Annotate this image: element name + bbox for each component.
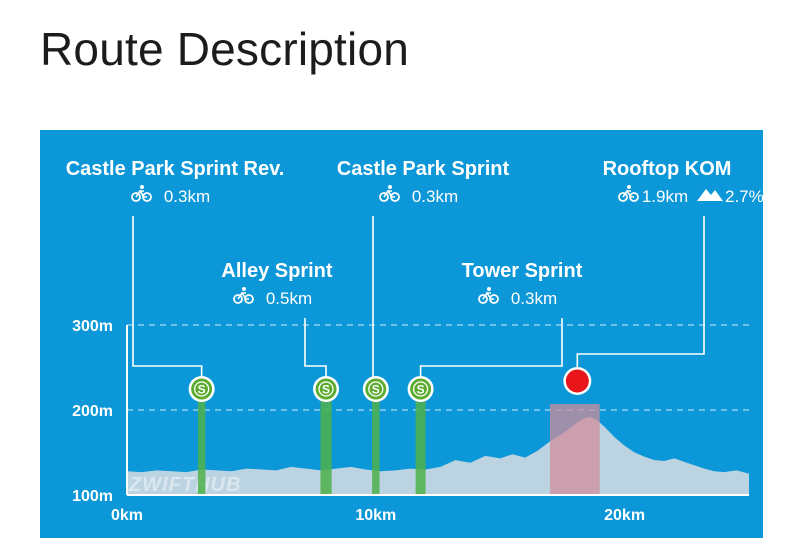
x-tick-label: 0km bbox=[111, 507, 143, 524]
segment-name: Tower Sprint bbox=[462, 260, 583, 282]
y-tick-label: 300m bbox=[72, 318, 113, 335]
leader-line bbox=[304, 318, 327, 377]
route-profile-chart: ZWIFTHUB S S S S 100m 200m 300m 0km 10km 20km Ca… bbox=[40, 130, 764, 538]
segment-distance: 0.5km bbox=[266, 289, 312, 308]
x-tick-label: 10km bbox=[355, 507, 396, 524]
sprint-marker-letter: S bbox=[322, 383, 330, 397]
bicycle-icon bbox=[379, 185, 400, 202]
segment-grade: 2.7% bbox=[725, 187, 763, 206]
sprint-bar bbox=[415, 401, 426, 495]
page-title: Route Description bbox=[40, 23, 410, 75]
profile-layer: ZWIFTHUB bbox=[127, 404, 749, 496]
segment-distance: 0.3km bbox=[412, 187, 458, 206]
bicycle-icon bbox=[478, 287, 499, 304]
y-tick-label: 200m bbox=[72, 403, 113, 420]
sprint-bar bbox=[197, 401, 206, 495]
sprint-segment[interactable]: S bbox=[407, 318, 563, 495]
leader-line bbox=[576, 216, 705, 377]
segment-name: Alley Sprint bbox=[221, 260, 332, 282]
sprint-marker-letter: S bbox=[372, 383, 380, 397]
x-tick-label: 20km bbox=[604, 507, 645, 524]
y-tick-label: 100m bbox=[72, 488, 113, 505]
sprint-segment[interactable]: S bbox=[362, 216, 389, 495]
mountain-icon bbox=[697, 189, 723, 201]
segment-name: Castle Park Sprint bbox=[337, 158, 510, 180]
leader-line bbox=[132, 216, 203, 377]
bicycle-icon bbox=[233, 287, 254, 304]
segment-name: Castle Park Sprint Rev. bbox=[66, 158, 285, 180]
sprint-marker-inner bbox=[318, 381, 334, 397]
kom-zone bbox=[549, 404, 600, 495]
kom-segment[interactable] bbox=[563, 216, 705, 395]
sprint-marker-inner bbox=[193, 381, 210, 397]
watermark-logo: ZWIFTHUB bbox=[128, 474, 241, 496]
sprint-segment[interactable]: S bbox=[304, 318, 340, 495]
sprint-segment[interactable]: S bbox=[132, 216, 215, 495]
sprint-marker-inner bbox=[412, 381, 429, 397]
segment-name: Rooftop KOM bbox=[603, 158, 732, 180]
leader-line bbox=[419, 318, 563, 377]
sprint-bar bbox=[372, 401, 380, 495]
sprint-marker-letter: S bbox=[198, 383, 206, 397]
kom-marker bbox=[565, 369, 589, 393]
segment-distance: 0.3km bbox=[511, 289, 557, 308]
segment-distance: 1.9km bbox=[642, 187, 688, 206]
route-profile-svg: ZWIFTHUB S S S S 100m 200m 300m 0km 10km 20km Ca… bbox=[40, 130, 764, 538]
segment-distance: 0.3km bbox=[164, 187, 210, 206]
grid-layer bbox=[127, 324, 749, 411]
axis-layer: 100m 200m 300m 0km 10km 20km bbox=[72, 318, 749, 524]
sprint-marker-letter: S bbox=[417, 383, 425, 397]
sprint-marker-inner bbox=[368, 381, 384, 397]
bicycle-icon bbox=[618, 185, 639, 202]
sprint-bar bbox=[320, 401, 332, 495]
bicycle-icon bbox=[131, 185, 152, 202]
